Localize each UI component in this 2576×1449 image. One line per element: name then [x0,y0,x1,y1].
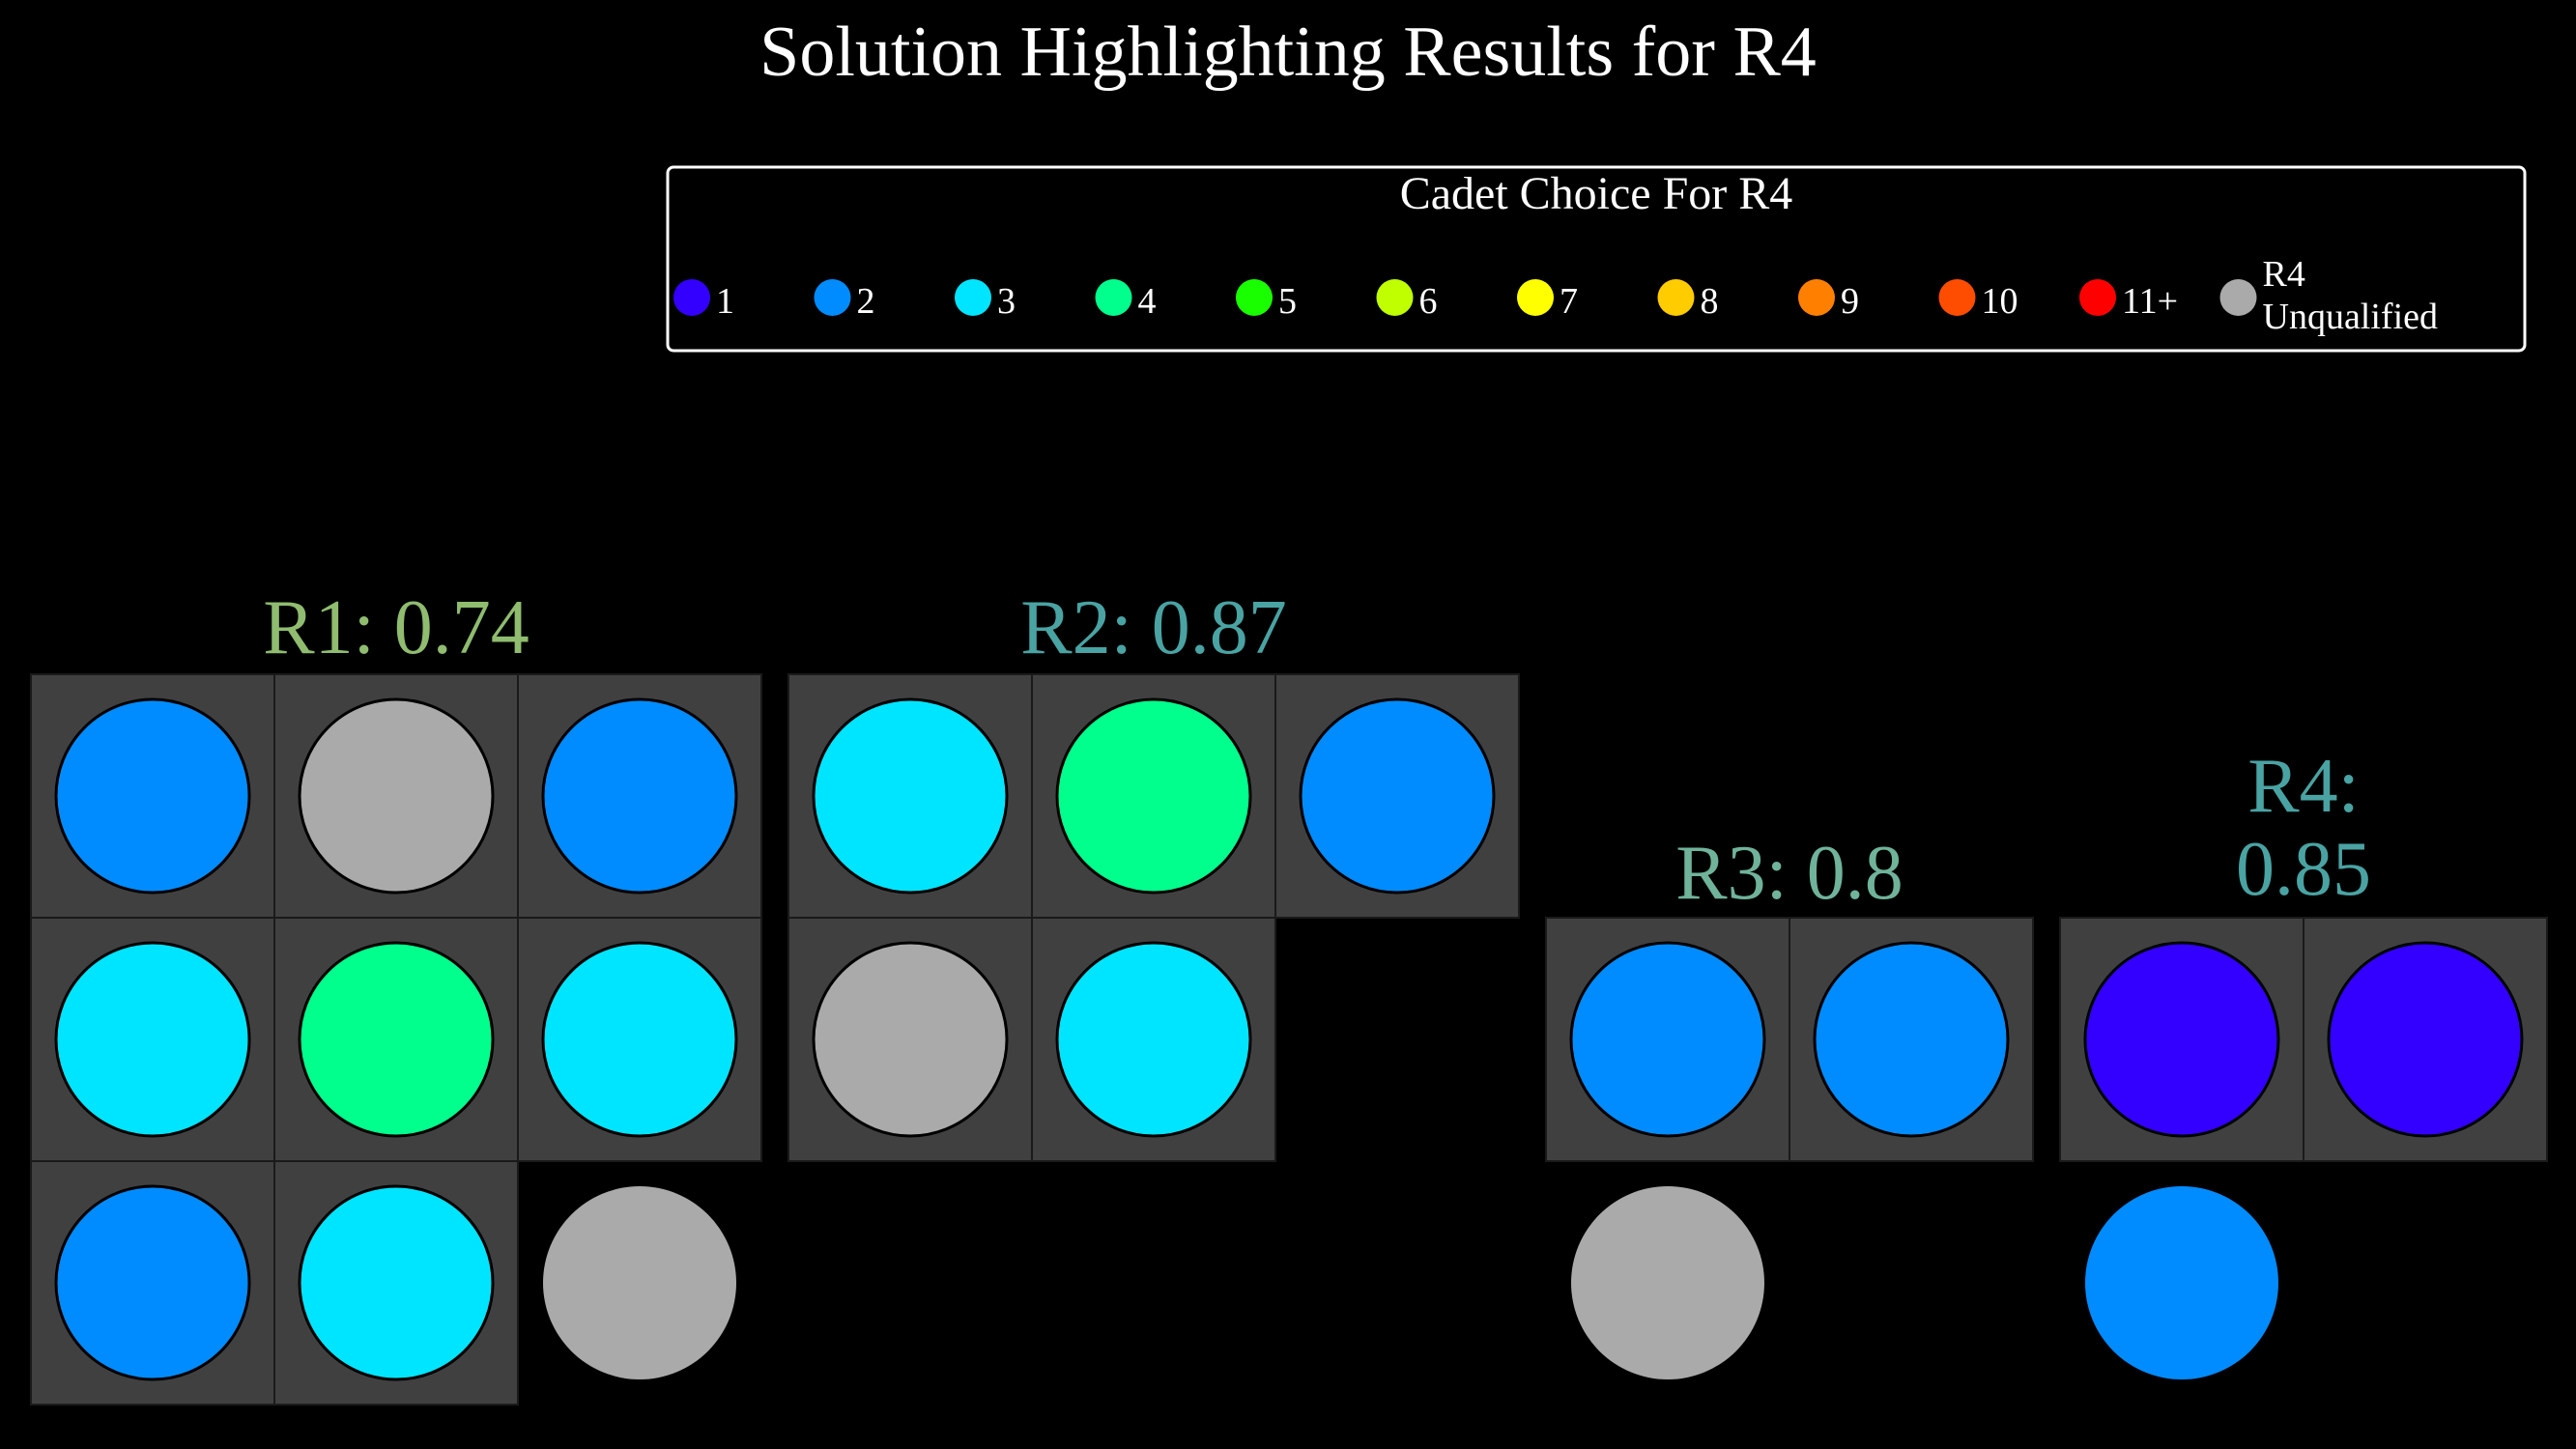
legend-label: 6 [1419,281,1438,322]
group-label: R4:0.85 [2236,744,2371,912]
legend-label-line: R4 [2263,254,2305,295]
cadet-marker [1571,1186,1764,1379]
legend-label: 3 [997,281,1016,322]
legend-label: 8 [1701,281,1719,322]
cadet-marker [2327,941,2524,1138]
cadet-marker [54,1184,251,1381]
legend-item: 7 [1517,279,1578,322]
group-label: R2: 0.87 [1020,585,1287,670]
group-label-line: R2: 0.87 [1020,585,1287,670]
cadet-marker [54,941,251,1138]
legend-label-line: 2 [857,281,875,322]
legend-item: 3 [955,279,1016,322]
legend-label-line: 3 [997,281,1016,322]
legend-label-line: Unqualified [2263,297,2439,337]
legend-label: 1 [716,281,734,322]
legend-label-line: 4 [1138,281,1157,322]
cadet-marker [298,1184,495,1381]
legend-item: 4 [1095,279,1157,322]
cadet-marker [298,941,495,1138]
legend-label-line: 9 [1841,281,1859,322]
legend-item: 11+ [2079,279,2178,322]
group-label-line: 0.85 [2236,827,2371,912]
legend-swatch [1095,279,1132,316]
legend-item: 2 [814,279,875,322]
legend-swatch [1376,279,1414,316]
legend-swatch [2079,279,2116,316]
legend-label-line: 6 [1419,281,1438,322]
legend-item: 10 [1938,279,2018,322]
cadet-marker [298,697,495,895]
cadet-marker [54,697,251,895]
cadet-marker [812,697,1009,895]
legend-label: 11+ [2122,281,2178,322]
cadet-marker [2085,1186,2278,1379]
cadet-marker [812,941,1009,1138]
legend-swatch [2219,279,2257,316]
group-label-line: R1: 0.74 [263,585,530,670]
cadet-marker [2083,941,2280,1138]
cadet-marker [1299,697,1496,895]
legend-swatch [1517,279,1554,316]
legend-title: Cadet Choice For R4 [1400,168,1793,219]
legend-swatch [1938,279,1976,316]
group-4: R4:0.85 [2059,744,2548,1379]
legend-label-line: 1 [716,281,734,322]
cadet-marker [1055,697,1252,895]
group-3: R3: 0.8 [1545,831,2034,1379]
legend-label-line: 8 [1701,281,1719,322]
legend-item: 9 [1798,279,1859,322]
legend-label: 7 [1560,281,1578,322]
legend-label: 2 [857,281,875,322]
chart-title: Solution Highlighting Results for R4 [759,13,1817,92]
legend-item: 5 [1236,279,1297,322]
legend-label: 5 [1278,281,1297,322]
legend-swatch [1657,279,1695,316]
legend-swatch [1798,279,1835,316]
legend-swatch [955,279,991,316]
group-label-line: R3: 0.8 [1675,831,1903,916]
group-1: R1: 0.74 [30,585,762,1406]
legend-item: 8 [1657,279,1719,322]
legend-label-line: 7 [1560,281,1578,322]
cadet-marker [1813,941,2010,1138]
legend-swatch [1236,279,1273,316]
legend-frame [666,165,2527,353]
legend-swatch [814,279,851,316]
cadet-marker [1569,941,1766,1138]
cadet-marker [541,941,738,1138]
legend-label: 4 [1138,281,1157,322]
legend-label: 10 [1982,281,2018,322]
cadet-marker [543,1186,736,1379]
group-label: R3: 0.8 [1675,831,1903,916]
legend-label-line: 11+ [2122,281,2178,322]
legend-item: 1 [673,279,734,322]
legend-label-line: 10 [1982,281,2018,322]
cadet-marker [1055,941,1252,1138]
legend-item: 6 [1376,279,1438,322]
group-2: R2: 0.87 [787,585,1520,1162]
cadet-marker [541,697,738,895]
group-label-line: R4: [2247,744,2360,829]
legend-label: 9 [1841,281,1859,322]
legend-label-line: 5 [1278,281,1297,322]
legend-swatch [673,279,710,316]
group-label: R1: 0.74 [263,585,530,670]
